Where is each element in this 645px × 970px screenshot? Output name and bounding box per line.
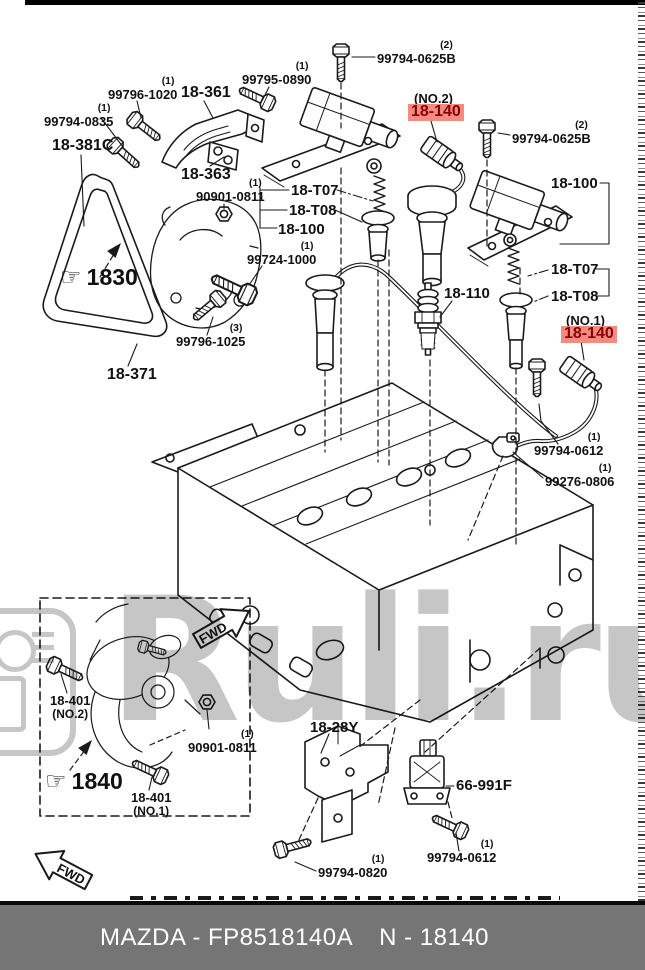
pointing-hand-icon: ☞ [60, 264, 82, 291]
bracket-18-361-drawing [161, 109, 265, 169]
label-18-100-right: 18-100 [551, 175, 598, 192]
label-90901-0811-box: (1)90901-0811 [188, 729, 257, 755]
label-18-401-no2: 18-401(NO.2) [50, 693, 91, 721]
label-18-361: 18-361 [181, 84, 231, 101]
assembly-dashed-lines [99, 82, 541, 843]
bracket-18-28Y-drawing [304, 725, 389, 843]
label-18-371: 18-371 [107, 366, 157, 383]
label-18-110: 18-110 [444, 285, 490, 302]
label-18-28Y: 18-28Y [310, 719, 359, 736]
plug-wire-no1-drawing [328, 262, 607, 448]
label-99724-1000: (1)99724-1000 [247, 241, 317, 267]
label-99794-0612-bottom: (1)99794-0612 [427, 839, 497, 865]
label-99276-0806: (1)99276-0806 [545, 463, 615, 489]
alternator-drawing [149, 198, 262, 329]
label-18-T08-right: 18-T08 [551, 288, 599, 305]
label-18-100-left: 18-100 [278, 221, 325, 238]
footer-part-code: MAZDA - FP8518140A [100, 923, 354, 951]
label-no2-tag: (NO.2) [414, 91, 453, 106]
label-no1-tag: (NO.1) [566, 313, 605, 328]
insulator-boot-2-drawing [499, 292, 533, 370]
label-18-381C: 18-381C [52, 137, 114, 154]
leader-lines [60, 56, 610, 872]
label-18-401-no1: 18-401(NO.1) [131, 790, 172, 818]
v-belt-drawing [42, 173, 168, 338]
label-18-140-no2: 18-140 [408, 103, 464, 121]
footer-catalog-number: N - 18140 [379, 923, 490, 951]
scan-tick-marks [130, 896, 560, 900]
footer-divider [0, 901, 645, 905]
label-99794-0820: (1)99794-0820 [318, 854, 388, 880]
boot-no2-drawing [407, 185, 457, 287]
label-ref-1840: ☞1840 [45, 768, 123, 795]
exploded-parts-drawing: FWD FWD [34, 43, 610, 891]
label-99796-1020: (1)99796-1020 [108, 76, 178, 102]
right-edge-scan-artifact [638, 0, 645, 901]
ignition-coil-1-drawing [261, 87, 401, 188]
top-border-bar [25, 0, 645, 5]
label-18-140-no1: 18-140 [561, 325, 617, 343]
label-90901-0811: (1)90901-0811 [196, 178, 265, 204]
wire-clamp-drawing [491, 432, 520, 458]
label-99794-0835: (1)99794-0835 [44, 103, 114, 129]
label-66-991F: 66-991F [456, 777, 512, 794]
label-ref-1830: ☞1830 [60, 264, 138, 291]
label-99794-0612-right: (1)99794-0612 [534, 432, 604, 458]
spark-plug-drawing [414, 282, 442, 356]
insulator-boot-1-drawing [361, 210, 395, 262]
label-99795-0890: (1)99795-0890 [242, 61, 312, 87]
ignition-coil-2-drawing [467, 170, 573, 267]
pointing-hand-icon: ☞ [45, 768, 67, 795]
engine-head-drawing [151, 382, 594, 723]
footer-bar: MAZDA - FP8518140A N - 18140 [0, 905, 645, 970]
label-18-T07-left: 18-T07 [291, 182, 339, 199]
label-99794-0625B-right: (2)99794-0625B [512, 120, 591, 146]
label-18-T08-left: 18-T08 [289, 202, 337, 219]
left-boot-drawing [305, 274, 345, 372]
label-18-363: 18-363 [181, 166, 231, 183]
label-18-T07-right: 18-T07 [551, 261, 599, 278]
label-99794-0625B-top: (2)99794-0625B [377, 40, 456, 66]
label-99796-1025: (3)99796-1025 [176, 323, 246, 349]
sensor-66-991F-drawing [403, 739, 451, 805]
